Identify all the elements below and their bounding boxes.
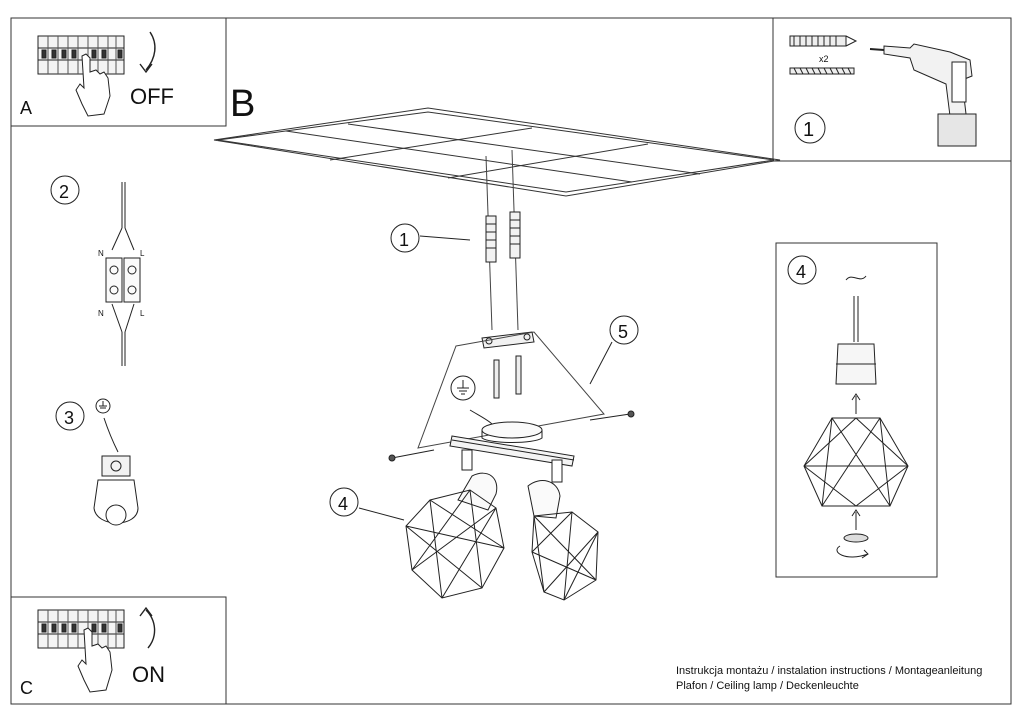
- hand-icon: [77, 627, 113, 693]
- panel-c: C ON: [10, 596, 227, 705]
- step-shade-number: 4: [796, 262, 806, 282]
- terminal-n-bottom: N: [98, 309, 104, 318]
- circuit-breaker-icon: [37, 35, 125, 75]
- plug-quantity: x2: [819, 54, 829, 64]
- panel-c-action: ON: [132, 662, 165, 687]
- terminal-l-top: L: [140, 249, 145, 258]
- footer: Instrukcja montażu / instalation instruc…: [676, 664, 982, 694]
- arrow-up-icon: [139, 606, 156, 649]
- step-drill-number: 1: [803, 119, 814, 141]
- panel-a-action: OFF: [130, 84, 174, 109]
- panel-b: B 1: [213, 83, 781, 601]
- panel-c-letter: C: [20, 678, 33, 698]
- outer-frame: [10, 17, 1012, 705]
- panel-a: A OFF: [10, 17, 227, 127]
- panel-a-letter: A: [20, 98, 32, 118]
- lamp-shade-left: [405, 472, 505, 599]
- track-bar: [449, 435, 575, 467]
- wall-plug-icon: [485, 211, 521, 263]
- terminal-block: [105, 182, 141, 366]
- arrow-down-icon: [139, 31, 156, 74]
- mounting-bracket: [481, 331, 535, 349]
- step-earth-number: 3: [64, 408, 74, 428]
- wall-plug-icon: [789, 35, 858, 47]
- callout-1-number: 1: [399, 230, 409, 250]
- lamp-shade: [803, 417, 909, 507]
- step-wiring-number: 2: [59, 182, 69, 202]
- terminal-n-top: N: [98, 249, 104, 258]
- footer-line-2: Plafon / Ceiling lamp / Deckenleuchte: [676, 680, 859, 692]
- footer-line-1: Instrukcja montażu / instalation instruc…: [676, 665, 983, 677]
- lamp-shade-right: [527, 480, 599, 601]
- rotate-arrow-icon: [836, 545, 869, 559]
- panel-b-letter: B: [230, 83, 255, 125]
- earth-ground-icon: [95, 398, 111, 414]
- circuit-breaker-icon: [37, 609, 125, 649]
- ceiling-grid: [213, 107, 781, 197]
- lamp-ring: [843, 533, 869, 543]
- side-screw-right: [589, 413, 631, 421]
- panel-drill: x2 1: [772, 17, 1012, 162]
- step-wiring: 2 N L N L: [50, 175, 145, 366]
- callout-5-number: 5: [618, 322, 628, 342]
- step-earth: 3: [55, 398, 139, 526]
- earth-terminal: [93, 455, 139, 526]
- hand-icon: [75, 53, 111, 117]
- canopy: [481, 421, 543, 439]
- panel-shade-assembly: 4: [775, 242, 938, 578]
- screw-icon: [789, 67, 855, 75]
- earth-ground-icon: [450, 375, 476, 401]
- callout-4-number: 4: [338, 494, 348, 514]
- terminal-l-bottom: L: [140, 309, 145, 318]
- side-screw-left: [391, 449, 435, 459]
- screw-icon: [493, 355, 522, 399]
- canopy-outline: [417, 331, 605, 449]
- drill-icon: [869, 43, 977, 147]
